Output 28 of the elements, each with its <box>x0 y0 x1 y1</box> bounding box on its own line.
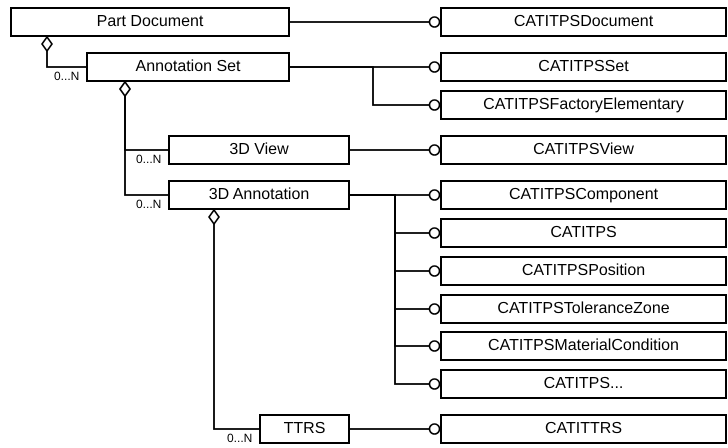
class-box: Annotation Set <box>86 52 290 82</box>
multiplicity-label: 0...N <box>135 153 162 166</box>
interface-line <box>350 144 440 156</box>
class-box: 3D Annotation <box>168 180 350 210</box>
interface-box: CATITPSToleranceZone <box>440 294 727 324</box>
interface-box: CATITPSFactoryElementary <box>440 90 727 120</box>
interface-box: CATITPSComponent <box>440 180 727 210</box>
interface-line <box>290 16 440 28</box>
aggregation-line <box>119 81 168 196</box>
class-box: 3D View <box>168 135 350 165</box>
interface-line <box>350 194 440 390</box>
multiplicity-label: 0...N <box>226 432 254 445</box>
class-box: TTRS <box>259 414 350 444</box>
interface-line <box>350 423 440 435</box>
interface-box: CATITPS... <box>440 369 727 399</box>
multiplicity-label: 0...N <box>135 198 162 211</box>
interface-box: CATITPSSet <box>440 52 727 82</box>
aggregation-line <box>41 36 86 68</box>
aggregation-line <box>208 209 259 430</box>
interface-box: CATITTRS <box>440 414 727 444</box>
interface-box: CATITPSPosition <box>440 256 727 286</box>
class-box: Part Document <box>10 7 290 37</box>
interface-box: CATITPSMaterialCondition <box>440 331 727 361</box>
interface-box: CATITPS <box>440 218 727 248</box>
interface-line <box>290 66 440 111</box>
interface-box: CATITPSView <box>440 135 727 165</box>
interface-box: CATITPSDocument <box>440 7 727 37</box>
multiplicity-label: 0...N <box>53 70 80 83</box>
